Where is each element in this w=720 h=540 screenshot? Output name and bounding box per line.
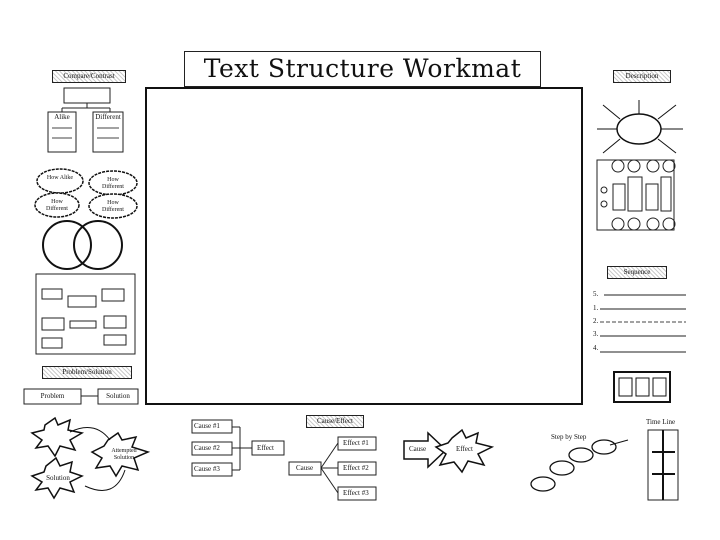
sequence-num-2: 2. <box>593 317 598 326</box>
alike-column-label: Alike <box>48 113 76 122</box>
problem-box: Problem <box>24 392 81 401</box>
cause-effect-label: Cause/Effect <box>306 415 364 428</box>
description-label: Description <box>613 70 671 83</box>
effect-box: Effect <box>257 444 274 453</box>
sequence-num-4: 4. <box>593 344 598 353</box>
cause-1-box: Cause #1 <box>194 422 220 431</box>
cause-box: Cause <box>296 464 313 473</box>
sequence-num-1: 1. <box>593 304 598 313</box>
bubble-1: How Alike <box>44 175 76 182</box>
time-line-label: Time Line <box>646 418 675 427</box>
solution-burst-text: Solution <box>40 474 76 483</box>
effect-1-box: Effect #1 <box>343 439 369 448</box>
arrow-cause-text: Cause <box>409 445 426 454</box>
problem-solution-label: Problem/Solution <box>42 366 132 379</box>
different-column-label: Different <box>93 113 123 122</box>
bubble-3: How Different <box>41 199 73 213</box>
cause-2-box: Cause #2 <box>194 444 220 453</box>
cause-3-box: Cause #3 <box>194 465 220 474</box>
attempted-solution-text: Attempted Solution <box>102 448 146 462</box>
effect-3-box: Effect #3 <box>343 489 369 498</box>
sequence-label: Sequence <box>607 266 667 279</box>
sequence-num-3: 3. <box>593 330 598 339</box>
bubble-4: How Different <box>97 200 129 214</box>
solution-box: Solution <box>98 392 138 401</box>
bubble-2: How Different <box>97 177 129 191</box>
step-by-step-label: Step by Step <box>551 433 586 442</box>
burst-effect-text: Effect <box>456 445 473 454</box>
effect-2-box: Effect #2 <box>343 464 369 473</box>
sequence-num-5: 5. <box>593 290 598 299</box>
